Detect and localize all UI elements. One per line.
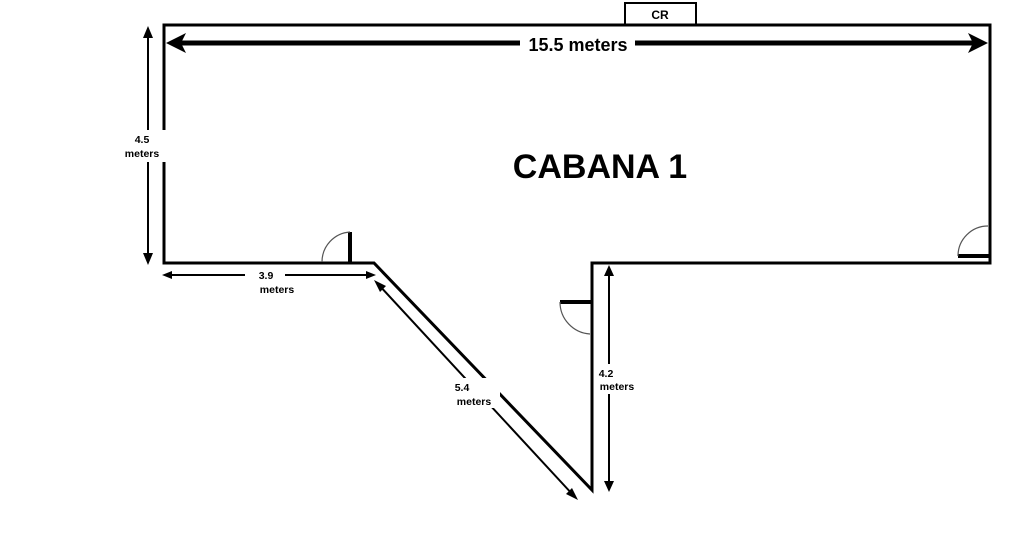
dimension-top-width-label: 15.5 meters [528, 35, 627, 55]
dimension-diagonal-value: 5.4 [455, 382, 470, 394]
dimension-diagonal-unit: meters [457, 396, 492, 408]
dimension-bottom-left-value: 3.9 [259, 270, 274, 282]
dimension-bottom-left: 3.9 meters [162, 266, 376, 296]
cr-label: CR [651, 8, 669, 22]
dimension-right-notch: 4.2 meters [596, 265, 638, 492]
dimension-right-notch-unit: meters [600, 381, 635, 393]
dimension-bottom-left-unit: meters [260, 284, 295, 296]
door-right-end [957, 225, 990, 258]
dimension-left-height: 4.5 meters [120, 26, 176, 265]
door-right-notch [559, 300, 592, 335]
door-bottom-left [321, 231, 352, 263]
room-walls [162, 23, 992, 494]
dimension-diagonal: 5.4 meters [374, 280, 578, 500]
dimension-right-notch-value: 4.2 [599, 368, 614, 380]
dimension-left-height-unit: meters [125, 148, 160, 160]
dimension-top-width: 15.5 meters [166, 30, 988, 56]
room-title: CABANA 1 [513, 148, 687, 186]
dimension-left-height-value: 4.5 [135, 134, 150, 146]
